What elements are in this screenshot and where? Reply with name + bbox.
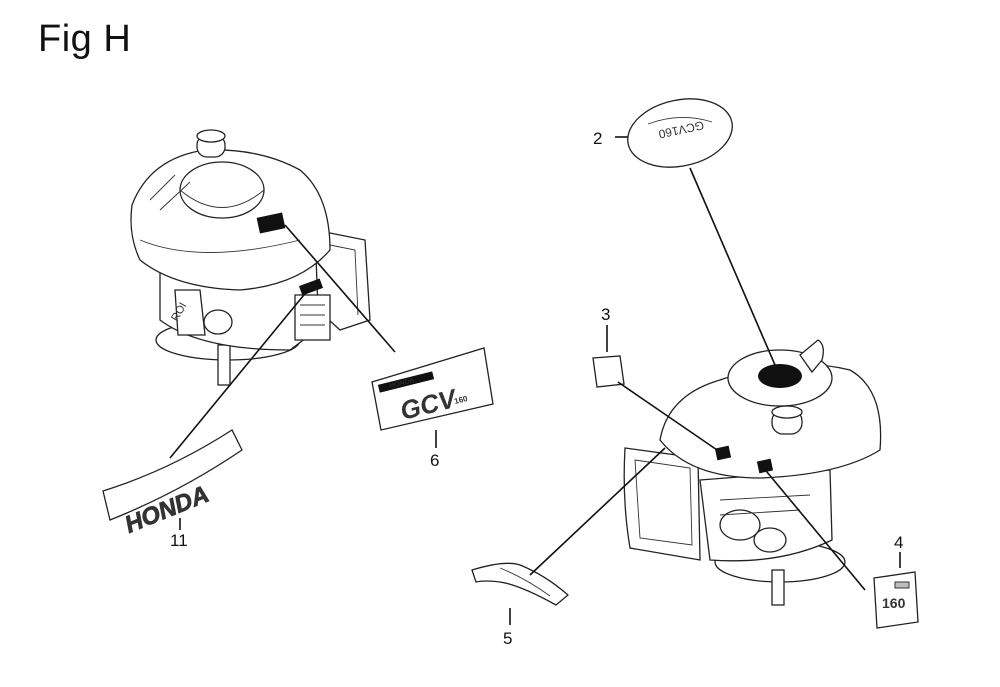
leader-lines (169, 136, 901, 625)
decal-gcv: HONDA GCV 160 (371, 347, 494, 431)
engine-right-illustration (623, 339, 882, 606)
decal-small-square (592, 355, 625, 388)
decal-curved-strip (471, 562, 570, 606)
callout-2: 2 (593, 129, 602, 148)
callout-5: 5 (503, 629, 512, 648)
decal-gcv-sub: 160 (453, 394, 469, 406)
decal-spec-text: 160 (882, 595, 906, 611)
decal-honda-emblem: HONDA (102, 429, 243, 539)
engine-left-illustration: ROI (130, 129, 371, 386)
callout-4: 4 (894, 533, 903, 552)
callout-11: 11 (170, 531, 188, 550)
decal-spec-plate: 160 (873, 571, 919, 629)
callout-3: 3 (601, 305, 610, 324)
figure-title: Fig H (38, 18, 132, 60)
decal-cap-round: GCV160 (627, 98, 733, 168)
callout-6: 6 (430, 451, 439, 470)
